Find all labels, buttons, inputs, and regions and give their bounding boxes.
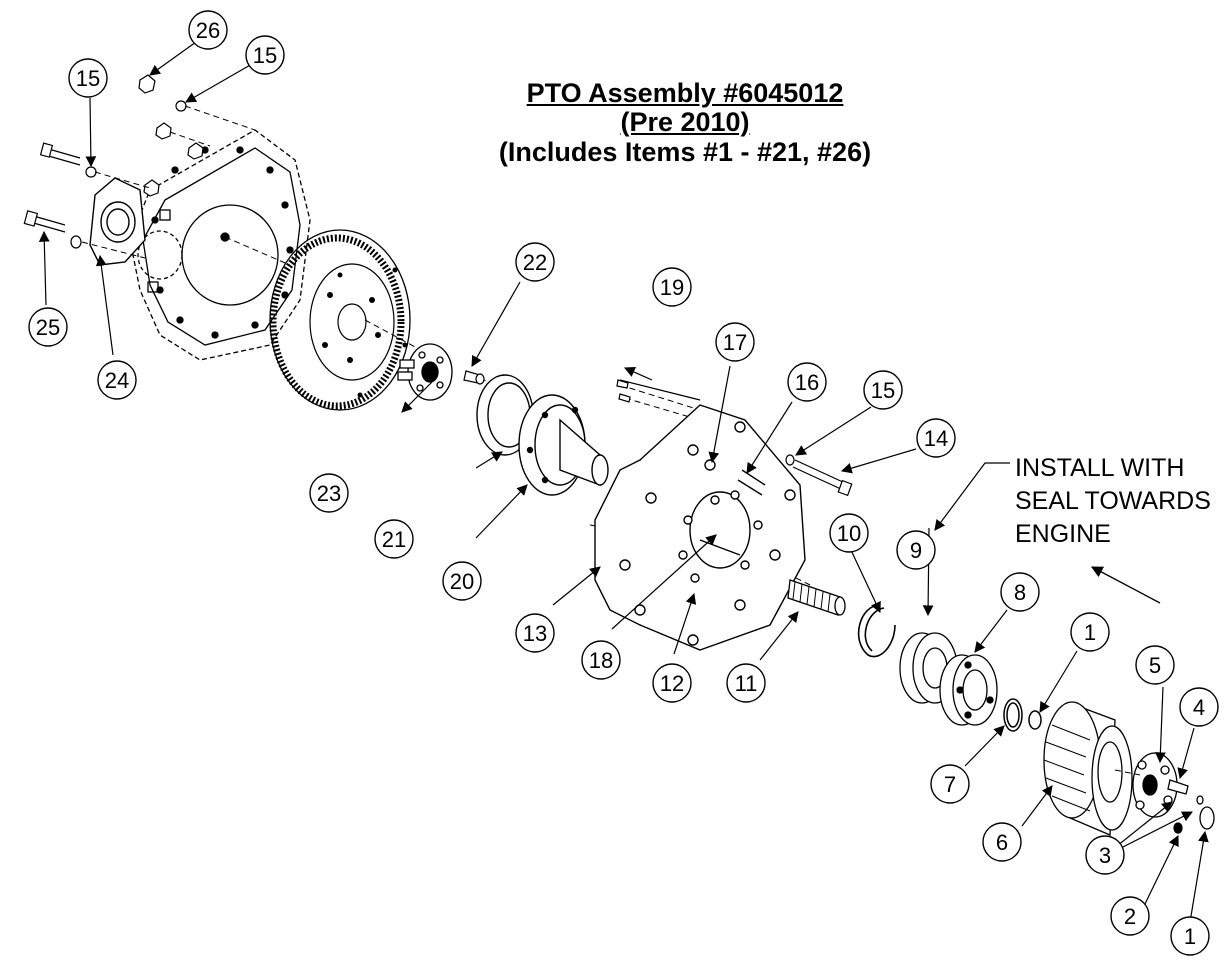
callout-15-a bbox=[245, 35, 285, 75]
callout-label: 10 bbox=[837, 521, 861, 546]
callout-13 bbox=[515, 613, 555, 653]
callout-label: 26 bbox=[196, 18, 220, 43]
callout-22 bbox=[515, 242, 555, 282]
callout-label: 16 bbox=[795, 370, 819, 395]
callout-label: 12 bbox=[660, 671, 684, 696]
hub-spindle bbox=[518, 394, 609, 496]
side-bracket bbox=[89, 177, 146, 266]
callout-label: 14 bbox=[924, 426, 948, 451]
callout-label: 3 bbox=[1099, 843, 1111, 868]
callout-20 bbox=[442, 561, 482, 601]
callout-label: 5 bbox=[1149, 653, 1161, 678]
drive-adapter bbox=[397, 343, 453, 401]
callout-label: 23 bbox=[317, 481, 341, 506]
install-note-line: SEAL TOWARDS bbox=[1015, 487, 1211, 515]
callout-8 bbox=[1000, 572, 1040, 612]
callout-labels: 26 15 15 25 24 22 23 21 20 19 17 16 15 1… bbox=[36, 18, 1205, 949]
install-note-line: ENGINE bbox=[1015, 520, 1111, 548]
callout-16 bbox=[787, 362, 827, 402]
callout-17 bbox=[715, 322, 755, 362]
callout-label: 11 bbox=[735, 671, 758, 696]
callout-label: 6 bbox=[996, 830, 1008, 855]
long-bolts bbox=[616, 379, 853, 497]
callout-15-c bbox=[863, 370, 903, 410]
callout-label: 24 bbox=[105, 368, 129, 393]
note-leader bbox=[934, 462, 1010, 531]
callout-label: 21 bbox=[382, 527, 406, 552]
callout-label: 15 bbox=[253, 43, 277, 68]
callout-2 bbox=[1110, 896, 1150, 936]
install-note-line: INSTALL WITH bbox=[1015, 454, 1185, 482]
pulley bbox=[1043, 701, 1133, 836]
callout-leaders bbox=[38, 41, 1209, 929]
callout-label: 25 bbox=[36, 315, 60, 340]
callout-label: 9 bbox=[910, 538, 922, 563]
taper-hub bbox=[1132, 752, 1215, 834]
callout-1-a bbox=[1070, 612, 1110, 652]
callout-5 bbox=[1135, 645, 1175, 685]
diagram-subtitle: (Pre 2010) bbox=[620, 107, 750, 137]
hub-alignment-line bbox=[1114, 769, 1141, 776]
pto-housing bbox=[594, 404, 806, 651]
callout-label: 15 bbox=[76, 66, 100, 91]
callout-9 bbox=[896, 530, 936, 570]
bearing-8 bbox=[939, 654, 998, 726]
callout-6 bbox=[982, 822, 1022, 862]
callout-label: 7 bbox=[944, 772, 956, 797]
callout-25 bbox=[28, 307, 68, 347]
callout-11 bbox=[726, 663, 766, 703]
callout-label: 4 bbox=[1193, 695, 1205, 720]
callout-label: 19 bbox=[660, 275, 684, 300]
bushing bbox=[463, 370, 485, 385]
callout-7 bbox=[930, 764, 970, 804]
callout-19 bbox=[652, 267, 692, 307]
callout-label: 13 bbox=[523, 621, 547, 646]
install-note: INSTALL WITH SEAL TOWARDS ENGINE bbox=[1015, 452, 1211, 551]
callout-3 bbox=[1085, 835, 1125, 875]
callout-12 bbox=[652, 663, 692, 703]
callout-label: 1 bbox=[1184, 924, 1196, 949]
callout-10 bbox=[829, 513, 869, 553]
fasteners-upper-left bbox=[23, 74, 204, 249]
callout-26 bbox=[188, 10, 228, 50]
callout-24 bbox=[97, 360, 137, 400]
retaining-ring bbox=[1003, 698, 1023, 732]
engine-adapter-plate bbox=[129, 129, 311, 361]
callout-label: 17 bbox=[723, 330, 747, 355]
callout-18 bbox=[581, 640, 621, 680]
callout-15-b bbox=[68, 58, 108, 98]
snap-ring bbox=[857, 604, 896, 658]
diagram-includes-note: (Includes Items #1 - #21, #26) bbox=[498, 137, 872, 167]
callout-14 bbox=[916, 418, 956, 458]
callout-23 bbox=[309, 473, 349, 513]
callout-label: 2 bbox=[1124, 904, 1136, 929]
o-ring-1 bbox=[1028, 710, 1042, 730]
callout-1-b bbox=[1170, 916, 1210, 956]
callout-label: 18 bbox=[589, 648, 613, 673]
callout-label: 22 bbox=[523, 250, 547, 275]
spline-shaft bbox=[787, 579, 846, 616]
callout-4 bbox=[1179, 687, 1219, 727]
callout-label: 20 bbox=[450, 569, 474, 594]
callout-label: 1 bbox=[1084, 620, 1096, 645]
flywheel bbox=[269, 229, 411, 411]
diagram-title: PTO Assembly #6045012 bbox=[526, 78, 844, 108]
callout-21 bbox=[374, 519, 414, 559]
callout-label: 8 bbox=[1014, 580, 1026, 605]
callout-bubbles bbox=[28, 10, 1219, 956]
install-direction-arrow bbox=[1090, 566, 1161, 604]
callout-label: 15 bbox=[871, 378, 895, 403]
